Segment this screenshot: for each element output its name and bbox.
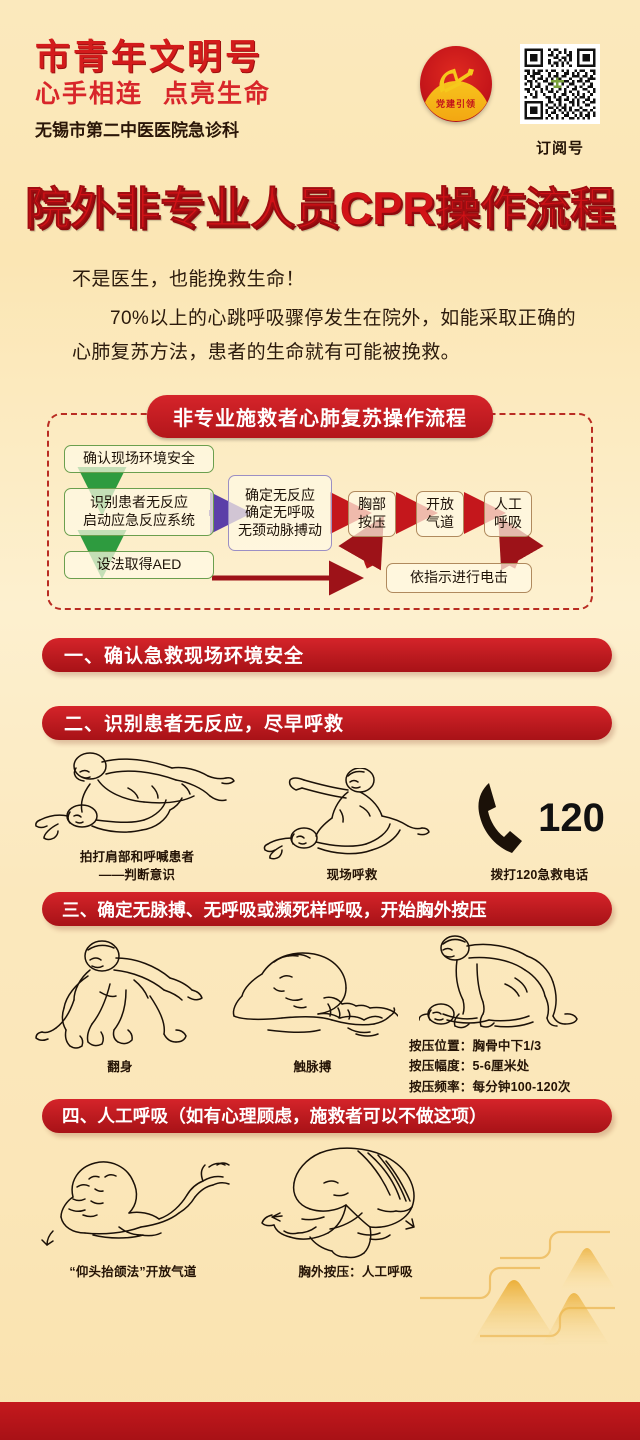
footer-bar	[0, 1402, 640, 1440]
section-heading-3-label: 三、确定无脉搏、无呼吸或濒死样呼吸，开始胸外按压	[62, 899, 487, 920]
brand-slogan: 心手相连点亮生命	[35, 80, 271, 109]
flow-node-label: 确认现场环境安全	[83, 450, 195, 466]
flow-node-label: 启动应急反应系统	[83, 511, 195, 528]
organization-name: 无锡市第二中医医院急诊科	[35, 120, 239, 140]
section-heading-3: 三、确定无脉搏、无呼吸或濒死样呼吸，开始胸外按压	[42, 892, 612, 926]
flow-node-open-airway: 开放 气道	[416, 490, 464, 537]
compression-rate: 按压频率：每分钟100-120次	[409, 1079, 571, 1094]
flow-node-label: 识别患者无反应	[90, 494, 188, 511]
page-title: 院外非专业人员CPR操作流程	[24, 183, 616, 235]
flow-node-chest-compression: 胸部 按压	[348, 490, 396, 537]
flow-node-label: 胸部	[358, 496, 386, 513]
section-heading-2: 二、识别患者无反应，尽早呼救	[42, 705, 612, 740]
hammer-sickle-icon	[439, 68, 474, 93]
flow-node-label: 依指示进行电击	[410, 569, 508, 585]
telephone-icon	[478, 782, 523, 853]
section-heading-4: 四、人工呼吸（如有心理顾虑，施救者可以不做这项）	[42, 1098, 612, 1133]
flow-node-label: 气道	[426, 513, 454, 530]
section-heading-4-label: 四、人工呼吸（如有心理顾虑，施救者可以不做这项）	[62, 1106, 487, 1127]
intro-line-2: 70%以上的心跳呼吸骤停发生在院外，如能采取正确的心肺复苏方法，患者的生命就有可…	[72, 308, 577, 363]
intro-block: 不是医生，也能挽救生命！ 70%以上的心跳呼吸骤停发生在院外，如能采取正确的心肺…	[72, 263, 592, 369]
flow-node-label: 确定无呼吸	[245, 504, 315, 520]
check-pulse-icon	[232, 952, 398, 1037]
subscription-qr-block: 订阅号	[518, 44, 602, 158]
call-for-help-figure: 现场呼救	[252, 767, 452, 884]
roll-over-figure: 翻身	[20, 934, 220, 1076]
party-emblem: 党建引领	[420, 46, 492, 122]
figure-caption: ——判断意识	[98, 867, 176, 882]
intro-line-1: 不是医生，也能挽救生命！	[72, 269, 305, 290]
figure-caption: 拨打120急救电话	[490, 867, 589, 882]
flow-node-label: 按压	[358, 513, 386, 530]
figure-caption: 触脉搏	[293, 1060, 332, 1074]
section-heading-1-label: 一、确认急救现场环境安全	[64, 646, 305, 668]
figure-caption: 胸外按压：人工呼吸	[298, 1264, 413, 1279]
call-for-help-icon	[263, 767, 430, 860]
shake-and-shout-icon	[35, 752, 235, 840]
flow-node-label: 无颈动脉搏动	[238, 521, 322, 538]
head-tilt-chin-lift-icon	[41, 1161, 230, 1246]
figure-caption: 翻身	[107, 1060, 133, 1074]
figure-caption: 现场呼救	[326, 867, 378, 882]
brand-slogan-b: 点亮生命	[163, 80, 272, 109]
emergency-number: 120	[538, 795, 605, 840]
chest-compression-figure: 按压位置：胸骨中下1/3 按压幅度：5-6厘米处 按压频率：每分钟100-120…	[405, 934, 640, 1097]
compression-depth: 按压幅度：5-6厘米处	[409, 1059, 530, 1074]
call-120-figure: 120 拨打120急救电话	[452, 772, 627, 884]
check-pulse-figure: 触脉搏	[220, 934, 405, 1076]
flow-node-label: 设法取得AED	[96, 556, 182, 572]
compression-parameters: 按压位置：胸骨中下1/3 按压幅度：5-6厘米处 按压频率：每分钟100-120…	[409, 1036, 640, 1097]
rescue-breathing-icon	[261, 1147, 415, 1258]
section-heading-2-label: 二、识别患者无反应，尽早呼救	[64, 714, 345, 736]
shake-and-shout-figure: 拍打肩部和呼喊患者 ——判断意识	[22, 750, 252, 884]
flow-node-obtain-aed: 设法取得AED	[64, 550, 214, 579]
compression-position: 按压位置：胸骨中下1/3	[409, 1039, 542, 1053]
brand-title: 市青年文明号	[35, 38, 264, 77]
roll-over-icon	[35, 940, 203, 1049]
flow-node-confirm-scene-safe: 确认现场环境安全	[64, 444, 214, 473]
flow-node-confirm-no-signs: 确定无反应 确定无呼吸 无颈动脉搏动	[228, 474, 332, 551]
flowchart-title: 非专业施救者心肺复苏操作流程	[147, 394, 493, 438]
flow-node-label: 呼吸	[494, 513, 522, 530]
flow-node-rescue-breathing: 人工 呼吸	[484, 490, 532, 537]
brand-slogan-a: 心手相连	[35, 80, 144, 109]
flow-node-label: 人工	[494, 496, 522, 513]
section-heading-1: 一、确认急救现场环境安全	[42, 637, 612, 672]
brand-block: 市青年文明号 心手相连点亮生命 无锡市第二中医医院急诊科	[35, 38, 271, 141]
qr-label: 订阅号	[535, 140, 584, 157]
cpr-flowchart: 非专业施救者心肺复苏操作流程 确认现场环境安全	[42, 394, 598, 610]
qr-code-icon[interactable]	[520, 44, 600, 124]
figure-caption: 拍打肩部和呼喊患者	[79, 849, 195, 864]
flow-node-label: 确定无反应	[245, 486, 315, 503]
flow-node-recognize-unresponsive: 识别患者无反应 启动应急反应系统	[64, 487, 214, 536]
flow-node-label: 开放	[426, 496, 454, 513]
chest-compression-icon	[419, 935, 578, 1029]
emblem-label: 党建引领	[435, 99, 476, 109]
flow-node-shock-as-directed: 依指示进行电击	[386, 562, 532, 593]
head-tilt-chin-lift-figure: “仰头抬颌法”开放气道	[18, 1143, 248, 1281]
rescue-breathing-figure: 胸外按压：人工呼吸	[248, 1143, 463, 1281]
poster-header: 市青年文明号 心手相连点亮生命 无锡市第二中医医院急诊科 党建引领	[0, 0, 640, 170]
figure-caption: “仰头抬颌法”开放气道	[69, 1264, 197, 1279]
